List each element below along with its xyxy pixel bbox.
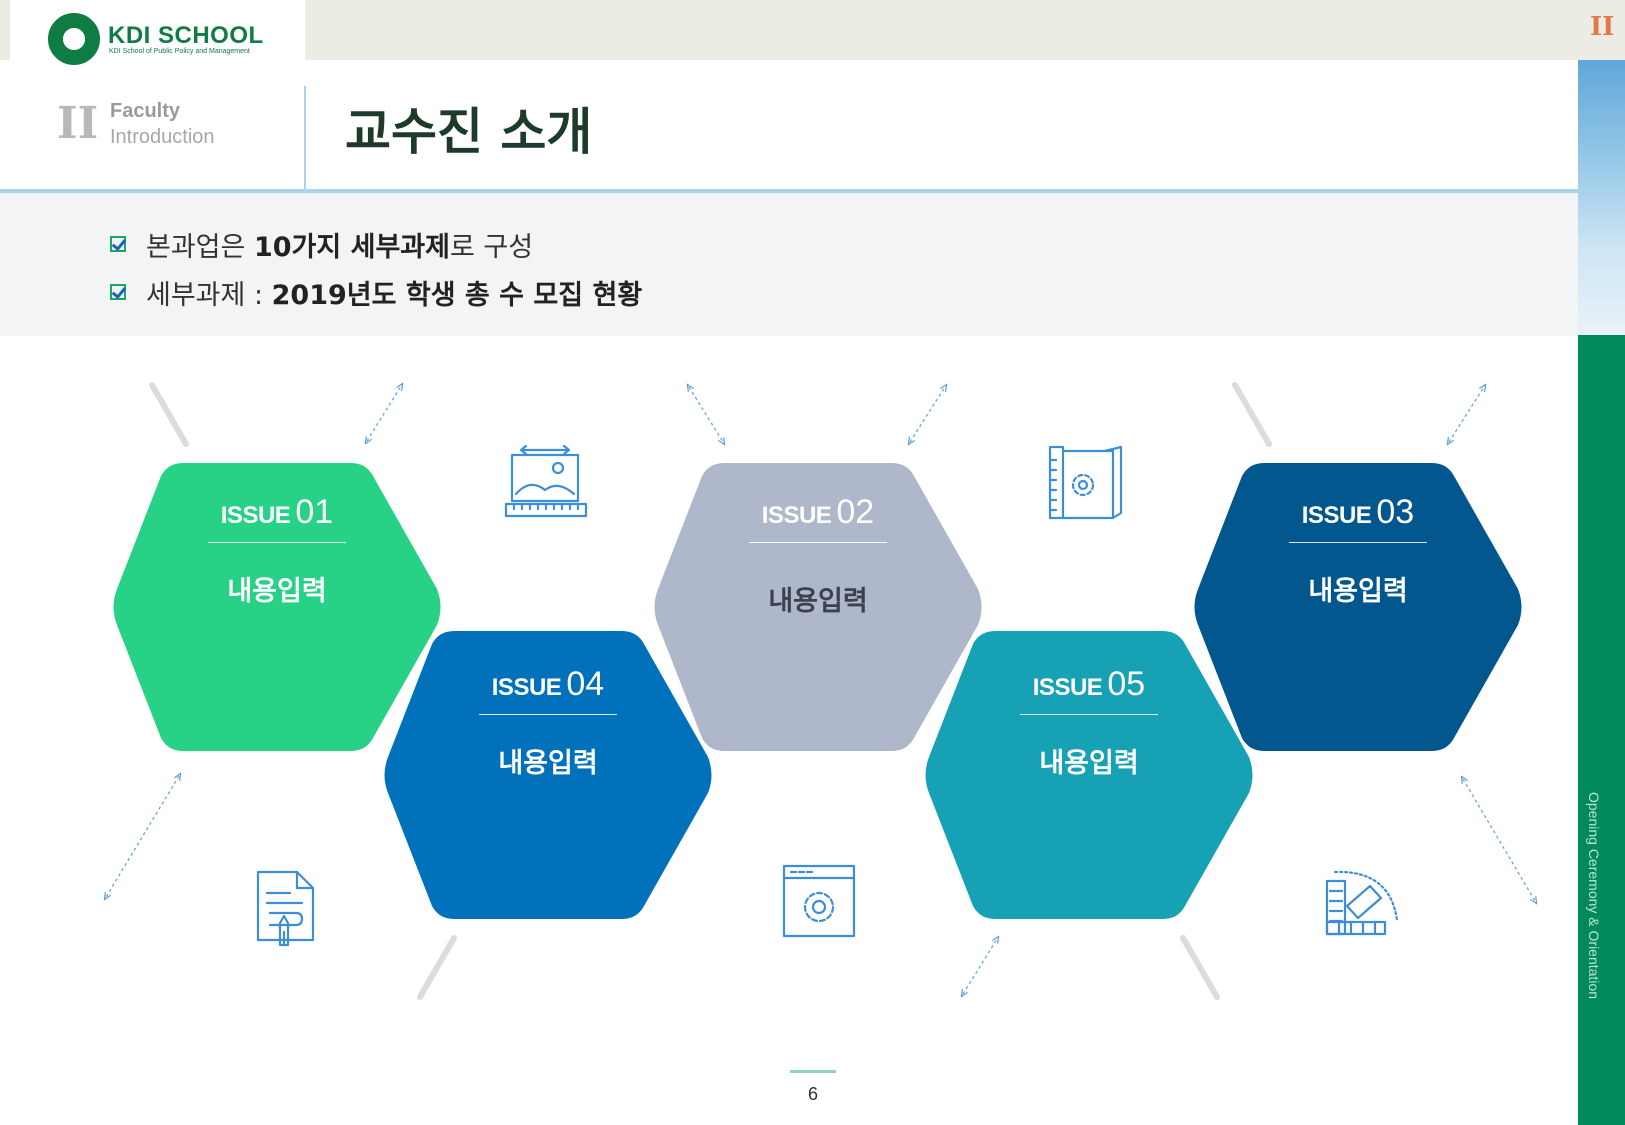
dashed-arrows bbox=[106, 386, 1535, 994]
hexagon-issue-03 bbox=[1194, 463, 1522, 751]
bullet-text: 세부과제 : 2019년도 학생 총 수 모집 현황 bbox=[146, 279, 643, 311]
page-title: 교수진 소개 bbox=[345, 103, 593, 161]
hexagon-diagram bbox=[0, 382, 1578, 1000]
side-label: Opening Ceremony & Orientation bbox=[1586, 792, 1602, 999]
issue-card-02: ISSUE 02 내용입력 bbox=[653, 493, 983, 618]
issue-rule bbox=[749, 542, 887, 543]
issue-heading: ISSUE 02 bbox=[761, 493, 875, 531]
logo-tagline: KDI School of Public Policy and Manageme… bbox=[109, 48, 250, 55]
issue-heading: ISSUE 01 bbox=[220, 493, 334, 531]
logo[interactable]: KDI SCHOOL KDI School of Public Policy a… bbox=[10, 0, 305, 65]
hexagon-issue-02 bbox=[654, 463, 982, 751]
bullet-item: 본과업은 10가지 세부과제로 구성 bbox=[110, 228, 533, 263]
issue-body: 내용입력 bbox=[1039, 748, 1139, 779]
header-rule bbox=[0, 189, 1578, 193]
decorative-lines bbox=[149, 382, 1272, 1000]
issue-rule bbox=[1020, 714, 1158, 715]
issue-body: 내용입력 bbox=[768, 586, 868, 617]
page-number: 6 bbox=[807, 1084, 818, 1104]
issue-body: 내용입력 bbox=[1308, 576, 1408, 607]
section-numeral: II bbox=[57, 98, 99, 149]
page-number-bar bbox=[790, 1070, 836, 1073]
right-strip-top bbox=[1578, 0, 1625, 60]
color-palette-icon bbox=[1325, 870, 1399, 936]
issue-rule bbox=[479, 714, 617, 715]
issue-body: 내용입력 bbox=[498, 748, 598, 779]
issue-body: 내용입력 bbox=[227, 576, 327, 607]
issue-rule bbox=[1289, 542, 1427, 543]
issue-rule bbox=[208, 542, 346, 543]
issue-card-05: ISSUE 05 내용입력 bbox=[924, 665, 1254, 780]
image-ruler-icon bbox=[504, 444, 588, 518]
hexagon-issue-04 bbox=[384, 631, 712, 919]
bullet-item: 세부과제 : 2019년도 학생 총 수 모집 현황 bbox=[110, 276, 642, 311]
side-panel bbox=[1578, 335, 1625, 1125]
issue-heading: ISSUE 05 bbox=[1032, 665, 1146, 703]
kdi-emblem-icon bbox=[48, 13, 100, 65]
hexagons bbox=[113, 463, 1522, 919]
header-divider bbox=[304, 86, 306, 190]
issue-heading: ISSUE 04 bbox=[491, 665, 605, 703]
summary-band bbox=[0, 193, 1578, 336]
blueprint-gear-icon bbox=[1048, 445, 1123, 520]
issue-heading: ISSUE 03 bbox=[1301, 493, 1415, 531]
checkbox-icon bbox=[110, 236, 126, 252]
section-title: Faculty bbox=[110, 100, 181, 122]
logo-title: KDI SCHOOL bbox=[108, 22, 264, 49]
bullet-text: 본과업은 10가지 세부과제로 구성 bbox=[146, 231, 534, 263]
hexagon-issue-05 bbox=[925, 631, 1253, 919]
corner-section-numeral: II bbox=[1590, 12, 1615, 42]
issue-card-01: ISSUE 01 내용입력 bbox=[112, 493, 442, 608]
document-pen-icon bbox=[256, 870, 315, 947]
issue-card-03: ISSUE 03 내용입력 bbox=[1193, 493, 1523, 608]
section-subtitle: Introduction bbox=[110, 126, 215, 148]
browser-gear-icon bbox=[782, 864, 856, 938]
sky-image bbox=[1578, 60, 1625, 335]
checkbox-icon bbox=[110, 284, 126, 300]
issue-card-04: ISSUE 04 내용입력 bbox=[383, 665, 713, 780]
hexagon-issue-01 bbox=[113, 463, 441, 751]
